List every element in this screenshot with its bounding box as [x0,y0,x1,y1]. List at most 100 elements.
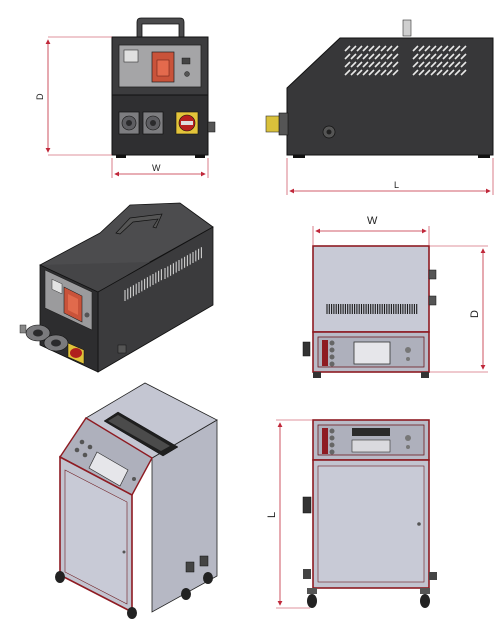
vent-slot [380,61,387,68]
vent-slot [430,69,437,76]
vent-slot [362,53,369,60]
view-cart-top: W D [302,215,488,378]
vent-slot [380,53,387,60]
vent-slot [424,61,431,68]
vent-slot [362,69,369,76]
vent-slot [374,61,381,68]
iso-connector-socket-icon [25,324,69,352]
vent-slot [350,45,357,52]
vent-slot [362,45,369,52]
vent-slot [418,69,425,76]
vent-slot [430,45,437,52]
vent-slot [412,45,419,52]
dim-label-depth-top: D [35,93,45,100]
vent-slot [448,69,455,76]
carry-handle-icon [136,17,185,39]
vent-grille-icon [344,45,467,76]
vent-slot [412,61,419,68]
view-dark-iso [19,202,214,373]
vent-slot [392,45,399,52]
vent-slot [418,61,425,68]
iso-carry-handle-icon [115,213,163,235]
vent-slot [368,69,375,76]
dim-label-length-cart: L [266,512,278,518]
vent-slot [368,53,375,60]
vent-slot [344,61,351,68]
vent-slot [436,61,443,68]
vent-slot [356,61,363,68]
vent-slot [454,45,461,52]
vent-slot [386,69,393,76]
iso-cart-button-column-icon [74,439,93,458]
vent-slot [392,69,399,76]
vent-slot [392,53,399,60]
vent-slot [442,53,449,60]
vent-slot [418,45,425,52]
front-vent-slot-icon [352,428,390,436]
vent-slot [356,69,363,76]
vent-slot [442,69,449,76]
cart-button-column-icon [322,340,335,367]
vent-slot [460,69,467,76]
vent-slot [386,53,393,60]
vent-slot [344,53,351,60]
view-dark-side: L [265,19,494,195]
dim-label-depth-cart: D [469,310,481,318]
vent-slot [362,61,369,68]
vent-slot [418,53,425,60]
vent-slot [380,45,387,52]
main-switch-icon [175,111,199,135]
vent-slot [374,69,381,76]
vent-slot [374,53,381,60]
vent-slot [436,45,443,52]
vent-slot [356,53,363,60]
vent-slot [412,69,419,76]
vent-slot [386,61,393,68]
vent-slot [448,45,455,52]
vent-slot [368,45,375,52]
vent-slot [368,61,375,68]
dim-label-length-top: L [394,180,399,190]
vent-slot [424,69,431,76]
vent-slot [436,69,443,76]
connector-socket-icon [118,111,164,135]
vent-slot [454,69,461,76]
vent-slot [454,61,461,68]
vent-slot [442,61,449,68]
vent-slot [454,53,461,60]
vent-slot [374,45,381,52]
vent-slot [350,61,357,68]
vent-slot [356,45,363,52]
iso-main-switch-icon [67,342,85,365]
view-cart-front: L [266,419,437,609]
vent-slot [430,53,437,60]
vent-slot [460,53,467,60]
cart-display-screen [353,341,391,365]
view-cart-iso [55,382,218,619]
vent-slot [460,61,467,68]
view-dark-front: D W [35,17,216,178]
vent-slot [436,53,443,60]
vent-slot [448,61,455,68]
vent-slot [412,53,419,60]
dim-label-width-cart: W [367,215,378,227]
vent-slot [460,45,467,52]
vent-slot [344,69,351,76]
vent-slot [442,45,449,52]
front-caster-wheel-icon [307,588,430,608]
vent-slot [424,53,431,60]
iso-cart-display-screen [88,451,129,487]
vent-slot [430,61,437,68]
vent-slot [448,53,455,60]
vent-slot [350,53,357,60]
iso-vent-grille-icon [124,247,202,301]
dim-label-width-top: W [152,163,161,173]
caster-wheel-icon [302,341,311,357]
vent-slot [380,69,387,76]
vent-slot [392,61,399,68]
iso-caster-wheel-icon [55,571,213,619]
vent-slot [424,45,431,52]
front-button-column-icon [322,428,335,455]
vent-slot [350,69,357,76]
